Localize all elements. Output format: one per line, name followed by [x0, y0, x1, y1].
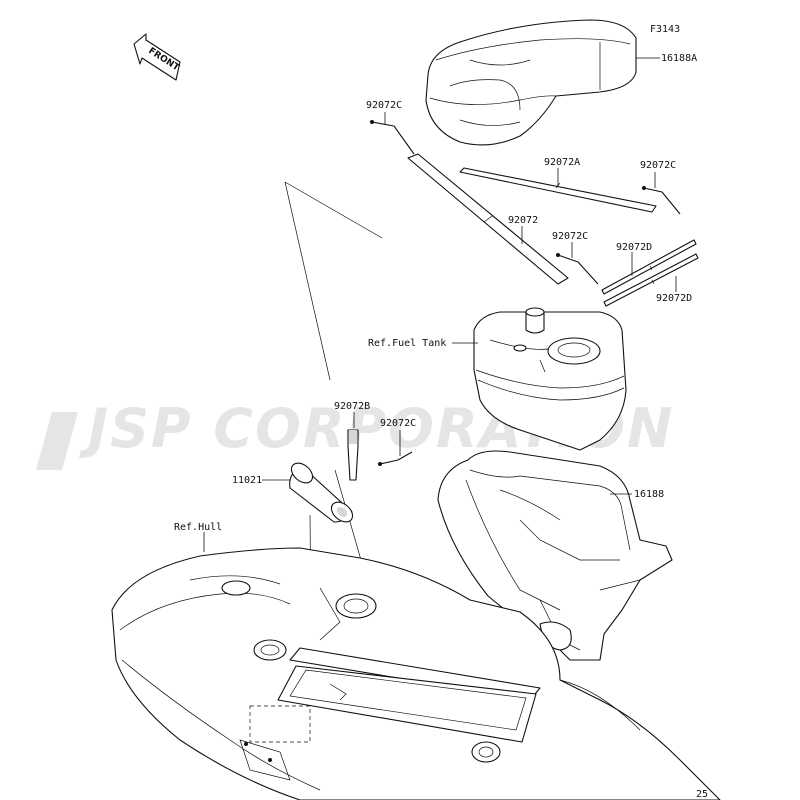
label-16188A: 16188A: [661, 53, 697, 64]
label-92072C-b: 92072C: [640, 160, 676, 171]
label-92072C-a: 92072C: [366, 100, 402, 111]
wire-92072C-b: [643, 187, 681, 215]
wire-92072C-c: [557, 254, 599, 285]
label-92072C-d: 92072C: [380, 418, 416, 429]
straps-92072D: [601, 239, 699, 307]
wire-92072C-d: [379, 451, 413, 465]
label-11021: 11021: [232, 475, 262, 486]
fuel-tank: [473, 307, 627, 451]
strap-92072B: [347, 429, 359, 481]
label-92072A: 92072A: [544, 157, 580, 168]
canister-11021: [289, 462, 354, 523]
label-92072B: 92072B: [334, 401, 370, 412]
strap-92072: [407, 153, 569, 285]
label-92072: 92072: [508, 215, 538, 226]
page-number: 25: [696, 789, 708, 800]
label-ref-hull: Ref.Hull: [174, 522, 222, 533]
label-ref-fuel-tank: Ref.Fuel Tank: [368, 338, 446, 349]
label-92072C-c: 92072C: [552, 231, 588, 242]
hull: [111, 547, 721, 800]
label-16188: 16188: [634, 489, 664, 500]
wire-92072C-a: [371, 121, 415, 155]
label-92072D-b: 92072D: [656, 293, 692, 304]
diagram-id: F3143: [650, 24, 680, 35]
front-arrow-icon: FRONT: [133, 33, 181, 81]
label-92072D-a: 92072D: [616, 242, 652, 253]
seat-cover-16188A: [425, 19, 637, 146]
